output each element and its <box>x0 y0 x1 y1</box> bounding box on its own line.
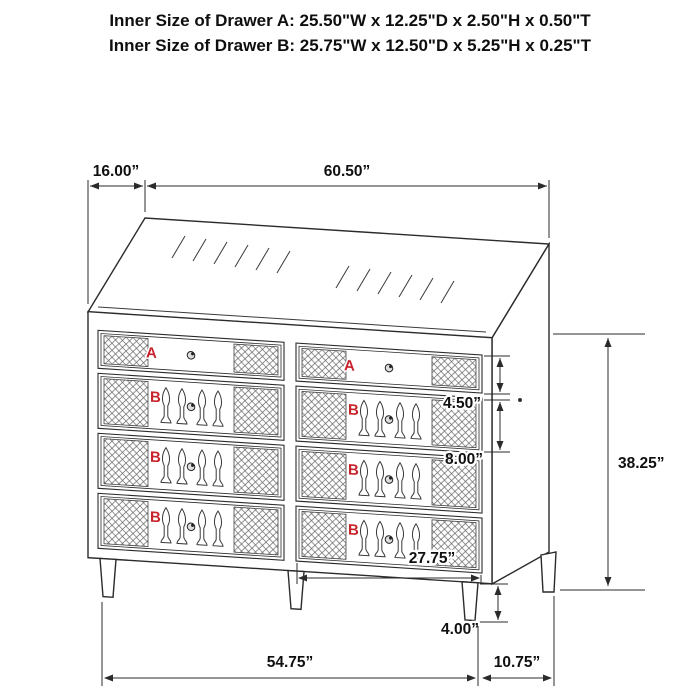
drawer-knob <box>384 535 394 544</box>
header: Inner Size of Drawer A: 25.50"W x 12.25"… <box>0 8 700 58</box>
dim-base-width: 54.75” <box>101 602 479 686</box>
drawer-letter-b: B <box>348 461 359 479</box>
dim-top-depth: 16.00” <box>87 161 146 304</box>
drawer-b-left-2: B <box>97 432 285 501</box>
back-right-leg <box>540 551 557 593</box>
dim-overall-height: 38.25” <box>553 333 667 591</box>
drawer-b-inner-size-text: Inner Size of Drawer B: 25.75"W x 12.50"… <box>108 36 591 55</box>
dim-drawer-a-height: 4.50” <box>441 355 510 414</box>
drawer-knob <box>186 462 196 472</box>
drawer-knob <box>186 522 196 532</box>
dim-label-leg-height: 4.00” <box>441 621 479 638</box>
drawer-letter-b: B <box>150 509 161 527</box>
dim-label-overall-height: 38.25” <box>618 455 665 472</box>
dim-label-base-depth: 10.75” <box>494 654 541 671</box>
drawer-letter-b: B <box>348 401 359 419</box>
drawer-knob <box>384 415 394 424</box>
dim-label-drawer-a-height: 4.50” <box>443 395 481 412</box>
wood-grain-marks <box>171 235 455 304</box>
front-right-leg <box>461 581 479 622</box>
dim-label-top-width: 60.50” <box>324 163 371 180</box>
dim-base-depth: 10.75” <box>482 596 555 686</box>
dim-top-width: 60.50” <box>147 161 550 238</box>
drawer-letter-b: B <box>150 389 161 407</box>
drawer-letter-b: B <box>150 449 161 467</box>
front-middle-leg <box>287 569 305 611</box>
dresser-front: A B <box>87 310 493 622</box>
drawer-a-inner-size-text: Inner Size of Drawer A: 25.50"W x 12.25"… <box>109 11 591 30</box>
drawer-b-left-3: B <box>97 492 285 561</box>
drawer-b-right-3: B <box>295 505 483 574</box>
drawer-a-left: A <box>97 329 285 381</box>
drawer-knob <box>186 402 196 412</box>
dim-label-top-depth: 16.00” <box>93 163 140 180</box>
drawer-b-right-2: B <box>295 445 483 514</box>
dim-leg-height: 4.00” <box>439 583 508 640</box>
drawer-letter-a: A <box>146 344 157 362</box>
dim-label-base-width: 54.75” <box>267 654 314 671</box>
drawer-letter-a: A <box>344 357 355 375</box>
drawer-b-left-1: B <box>97 372 285 441</box>
drawer-knob <box>384 475 394 484</box>
dim-drawer-b-height: 8.00” <box>443 399 510 470</box>
drawer-letter-b: B <box>348 521 359 539</box>
dim-label-drawer-width: 27.75” <box>409 550 456 567</box>
dim-drawer-width: 27.75” <box>296 548 482 584</box>
drawer-knob <box>186 350 196 360</box>
side-cam-hole <box>518 398 522 402</box>
drawer-a-right: A <box>295 342 483 394</box>
drawer-b-right-1: B <box>295 385 483 454</box>
drawer-knob <box>384 363 394 373</box>
dim-label-drawer-b-height: 8.00” <box>445 451 483 468</box>
front-left-leg <box>99 557 117 599</box>
